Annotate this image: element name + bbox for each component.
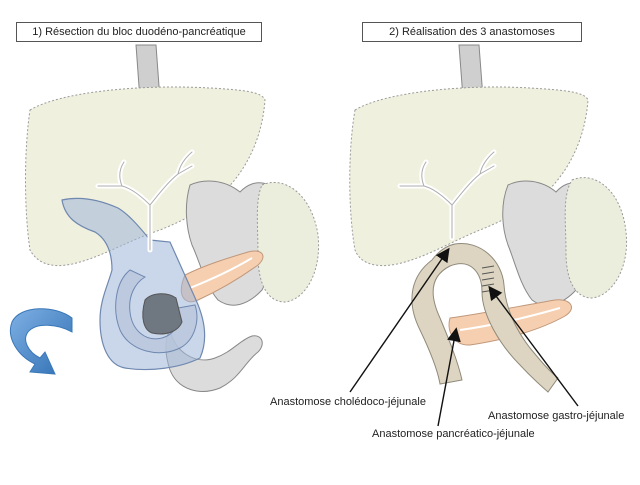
label-choledoco-jejunal: Anastomose cholédoco-jéjunale — [270, 396, 426, 408]
arrow-pancreatico — [437, 327, 461, 427]
right-spleen — [564, 177, 628, 299]
left-duodenum — [165, 328, 263, 392]
arrow-gastro — [488, 285, 579, 407]
label-pancreatico-jejunal: Anastomose pancréatico-jéjunale — [372, 428, 535, 440]
right-panel-title: 2) Réalisation des 3 anastomoses — [362, 22, 582, 42]
left-spleen — [256, 182, 320, 303]
label-gastro-jejunal: Anastomose gastro-jéjunale — [488, 410, 625, 422]
left-panel — [10, 44, 320, 392]
right-liver — [349, 86, 589, 267]
right-panel — [349, 44, 628, 427]
left-biliary-tree-outline — [97, 151, 193, 251]
resection-arrow-icon — [10, 308, 73, 375]
right-biliary-tree-outline — [399, 151, 495, 239]
jejunal-loop — [411, 243, 559, 393]
left-panel-title: 1) Résection du bloc duodéno-pancréatiqu… — [16, 22, 262, 42]
arrow-choledoco — [349, 247, 450, 393]
left-pancreatic-head — [142, 293, 183, 335]
left-duodenal-c-loop — [115, 269, 198, 354]
left-pancreatic-duct — [189, 257, 253, 289]
